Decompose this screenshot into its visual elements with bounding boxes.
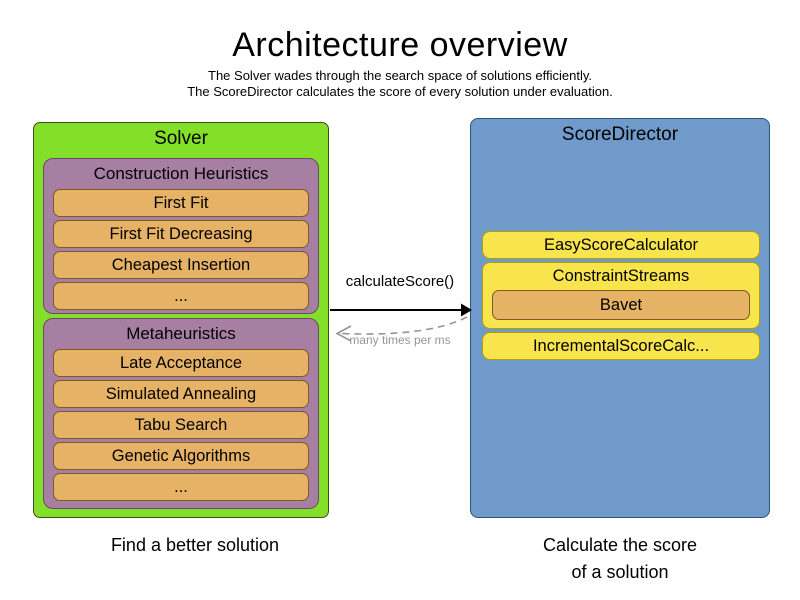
construction-heuristics-group: Construction Heuristics First Fit First … [43, 158, 319, 314]
calculator-item: EasyScoreCalculator [482, 231, 760, 259]
solver-caption: Find a better solution [110, 535, 280, 555]
constraint-streams-impl: Bavet [492, 290, 750, 320]
calculate-score-arrow [330, 303, 472, 317]
frequency-label: many times per ms [349, 333, 451, 347]
metaheuristic-item: Simulated Annealing [53, 380, 309, 408]
constraint-streams-title: ConstraintStreams [552, 267, 690, 285]
metaheuristic-item: Genetic Algorithms [53, 442, 309, 470]
metaheuristic-item: Tabu Search [53, 411, 309, 439]
calculator-item-constraint-streams: ConstraintStreams Bavet [482, 262, 760, 329]
score-director-title: ScoreDirector [561, 124, 679, 145]
heuristic-item: Cheapest Insertion [53, 251, 309, 279]
construction-heuristics-title: Construction Heuristics [93, 164, 269, 183]
score-caption-line-2: of a solution [571, 562, 669, 582]
score-director-box: ScoreDirector EasyScoreCalculator Constr… [470, 118, 770, 518]
heuristic-item: First Fit [53, 189, 309, 217]
subtitle-line-1: The Solver wades through the search spac… [208, 68, 592, 83]
heuristic-item: First Fit Decreasing [53, 220, 309, 248]
metaheuristic-item-ellipsis: ... [53, 473, 309, 501]
calculator-stack: EasyScoreCalculator ConstraintStreams Ba… [482, 231, 760, 363]
score-caption-line-1: Calculate the score [542, 535, 698, 555]
score-director-caption: Calculate the score of a solution [470, 532, 770, 586]
calculate-score-label: calculateScore() [345, 273, 455, 290]
return-arrow [335, 316, 468, 342]
heuristic-item-ellipsis: ... [53, 282, 309, 310]
metaheuristic-item: Late Acceptance [53, 349, 309, 377]
diagram-subtitle: The Solver wades through the search spac… [0, 68, 800, 100]
subtitle-line-2: The ScoreDirector calculates the score o… [187, 84, 613, 99]
interaction-arrows [330, 303, 472, 342]
solver-box-title: Solver [154, 128, 208, 149]
metaheuristics-title: Metaheuristics [126, 324, 236, 343]
calculator-item: IncrementalScoreCalc... [482, 332, 760, 360]
page-title: Architecture overview [232, 26, 568, 64]
solver-box: Solver Construction Heuristics First Fit… [33, 122, 329, 518]
metaheuristics-group: Metaheuristics Late Acceptance Simulated… [43, 318, 319, 509]
